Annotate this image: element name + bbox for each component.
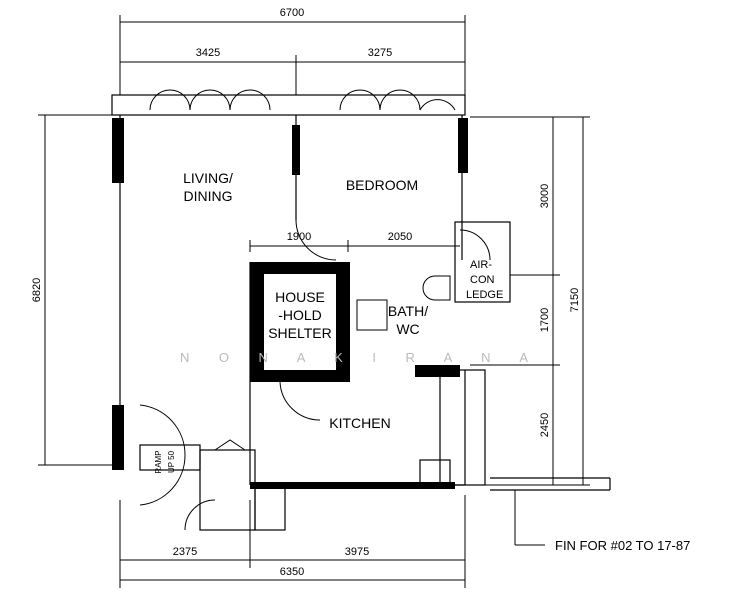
ramp-label-2: UP 50 bbox=[167, 450, 176, 473]
ramp-label-1: RAMP bbox=[154, 450, 163, 473]
dim-bottom-right: 3975 bbox=[345, 546, 369, 558]
dim-left-total: 6820 bbox=[31, 278, 43, 302]
dim-top-total: 6700 bbox=[280, 7, 304, 19]
room-kitchen-label: KITCHEN bbox=[329, 415, 390, 431]
room-dining-label: DINING bbox=[184, 188, 233, 204]
aircon-label-2: CON bbox=[470, 274, 495, 286]
dim-right-bottom: 2450 bbox=[539, 413, 551, 437]
room-shelter-label-1: HOUSE bbox=[275, 289, 325, 305]
dim-bottom-total: 6350 bbox=[280, 566, 304, 578]
dim-right-top: 3000 bbox=[539, 184, 551, 208]
dim-bottom-left: 2375 bbox=[173, 546, 197, 558]
dim-inner-left: 1900 bbox=[287, 231, 311, 243]
dim-right-total: 7150 bbox=[569, 288, 581, 312]
room-shelter-label-3: SHELTER bbox=[268, 325, 332, 341]
watermark: N O N A K I R A N A bbox=[180, 350, 530, 365]
room-bedroom-label: BEDROOM bbox=[346, 177, 418, 193]
fin-note: FIN FOR #02 TO 17-87 bbox=[555, 538, 690, 553]
dim-top-left: 3425 bbox=[196, 47, 220, 59]
room-shelter-label-2: -HOLD bbox=[278, 307, 322, 323]
room-bath-label-2: WC bbox=[396, 321, 419, 337]
aircon-label-3: LEDGE bbox=[466, 289, 503, 301]
aircon-label-1: AIR- bbox=[470, 259, 492, 271]
dim-right-mid: 1700 bbox=[539, 308, 551, 332]
solid-walls bbox=[112, 118, 468, 489]
room-living-label: LIVING/ bbox=[183, 170, 233, 186]
doors-windows bbox=[139, 89, 491, 531]
walls bbox=[111, 94, 611, 531]
room-bath-label-1: BATH/ bbox=[388, 303, 428, 319]
dim-inner-right: 2050 bbox=[388, 231, 412, 243]
dim-top-right: 3275 bbox=[368, 47, 392, 59]
